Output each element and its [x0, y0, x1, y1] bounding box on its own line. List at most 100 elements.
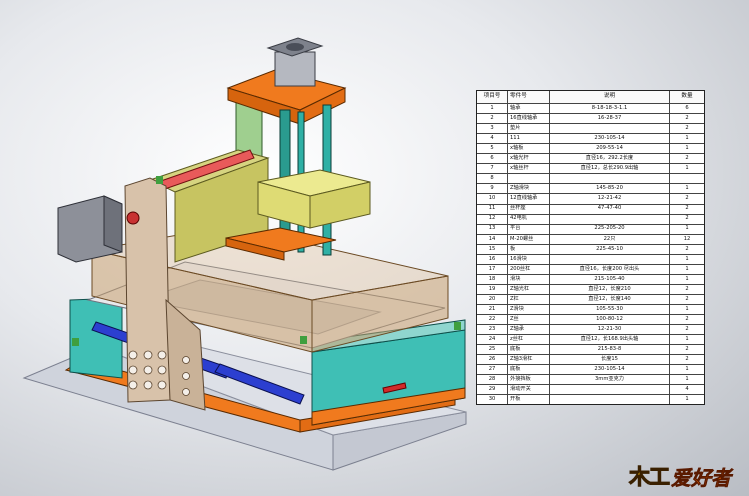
- cell-quantity: 1: [685, 145, 689, 152]
- cell-item-number: 18: [477, 274, 508, 284]
- cell-description: 8-18-18-3-1.1: [550, 104, 670, 114]
- cell-part-name: 200丝杠: [508, 264, 550, 274]
- cell-quantity: 1: [685, 305, 689, 312]
- cell-quantity: 2: [685, 315, 689, 322]
- side-motor-shaft: [126, 211, 140, 225]
- cell-item-number: 29: [477, 385, 508, 395]
- cell-part-name: M-20螺丝: [508, 234, 550, 244]
- tan-upright: [124, 177, 171, 403]
- cell-part-name: 111: [508, 134, 550, 144]
- cell-quantity: 1: [685, 365, 689, 372]
- cell-item-number: 15: [477, 244, 508, 254]
- cell-item-number: 27: [477, 365, 508, 375]
- clip-1: [156, 176, 163, 184]
- cell-item-number: 28: [477, 375, 508, 385]
- cell-item-number: 21: [477, 304, 508, 314]
- cell-description: 100-80-12: [550, 314, 670, 324]
- cell-part-name: 开板: [508, 395, 550, 405]
- cell-part-name: 42电机: [508, 214, 550, 224]
- cell-quantity: 2: [685, 245, 689, 252]
- cell-part-name: Z滑块: [508, 304, 550, 314]
- cell-item-number: 9: [477, 184, 508, 194]
- cell-item-number: 13: [477, 224, 508, 234]
- cell-item-number: 25: [477, 344, 508, 354]
- cell-quantity: 2: [685, 355, 689, 362]
- logo-text: 爱好者: [671, 465, 732, 490]
- cell-item-number: 1: [477, 104, 508, 114]
- cell-description: 直径16，长度200 尽出头: [550, 264, 670, 274]
- cell-description: 230-105-14: [550, 365, 670, 375]
- cell-part-name: 丝杆座: [508, 204, 550, 214]
- cell-description: 225-205-20: [550, 224, 670, 234]
- cell-part-name: [508, 174, 550, 184]
- cell-part-name: 底板: [508, 344, 550, 354]
- cell-description: 12-21-30: [550, 324, 670, 334]
- cell-part-name: x轴光杆: [508, 154, 550, 164]
- cell-item-number: 22: [477, 314, 508, 324]
- cell-item-number: 23: [477, 324, 508, 334]
- cell-quantity: 1: [685, 275, 689, 282]
- cell-description: [550, 174, 670, 184]
- cell-item-number: 5: [477, 144, 508, 154]
- lower-orange-front: [225, 237, 285, 261]
- logo-mark: 木工: [629, 464, 671, 490]
- cell-quantity: 1: [685, 265, 689, 272]
- cell-description: 22只: [550, 234, 670, 244]
- red-handle: [382, 382, 407, 394]
- top-motor-hub: [286, 43, 304, 51]
- cell-quantity: 1: [685, 225, 689, 232]
- cell-quantity: 12: [683, 235, 691, 242]
- cell-quantity: 6: [685, 105, 689, 112]
- z-carriage-side: [309, 181, 371, 229]
- cell-quantity: 2: [685, 125, 689, 132]
- clip-4: [454, 322, 461, 330]
- cell-description: 直径12，长度140: [550, 294, 670, 304]
- cell-item-number: 17: [477, 264, 508, 274]
- cell-quantity: 1: [685, 185, 689, 192]
- cell-description: 长度15: [550, 354, 670, 364]
- cell-item-number: 4: [477, 134, 508, 144]
- cell-item-number: 20: [477, 294, 508, 304]
- cell-quantity: 2: [685, 345, 689, 352]
- cell-item-number: 14: [477, 234, 508, 244]
- header-item-number: 项目号: [477, 91, 508, 104]
- clip-3: [300, 336, 307, 344]
- cell-item-number: 7: [477, 164, 508, 174]
- bom-row: 8: [477, 174, 704, 185]
- cell-item-number: 10: [477, 194, 508, 204]
- cell-item-number: 6: [477, 154, 508, 164]
- cell-quantity: 2: [685, 295, 689, 302]
- cell-item-number: 19: [477, 284, 508, 294]
- cell-part-name: z丝杠: [508, 334, 550, 344]
- blue-rod-right: [214, 363, 305, 405]
- cell-part-name: 板: [508, 244, 550, 254]
- cell-part-name: 垫片: [508, 124, 550, 134]
- cell-quantity: 2: [685, 285, 689, 292]
- cell-description: 16-28-37: [550, 114, 670, 124]
- cell-quantity: 1: [685, 396, 689, 402]
- cell-quantity: 2: [685, 215, 689, 222]
- bom-header-row: 项目号零件号说明数量: [477, 91, 704, 105]
- cell-part-name: 外接挡板: [508, 375, 550, 385]
- cell-item-number: 12: [477, 214, 508, 224]
- cell-part-name: 16滑块: [508, 254, 550, 264]
